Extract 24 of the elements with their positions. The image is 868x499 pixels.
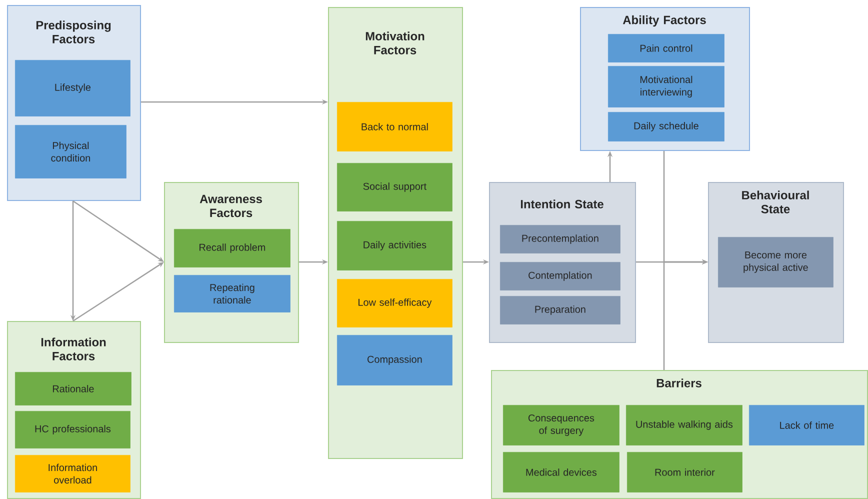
factor-box: Daily activities (337, 221, 452, 270)
factor-box: Unstable walking aids (626, 405, 742, 446)
factor-box: Physical condition (15, 125, 126, 178)
factor-box: Room interior (627, 452, 742, 492)
factor-box: Rationale (15, 372, 132, 406)
factor-box: Recall problem (174, 229, 290, 268)
factor-box: HC professionals (15, 411, 130, 448)
factor-box: Motivational interviewing (608, 66, 724, 108)
factor-box: Become more physical active (718, 237, 834, 288)
factor-box: Lifestyle (15, 60, 130, 116)
factor-box: Medical devices (503, 452, 620, 492)
factor-box: Back to normal (337, 102, 452, 152)
factor-box: Contemplation (500, 262, 620, 290)
factor-box: Repeating rationale (174, 275, 290, 312)
factor-box: Low self-efficacy (337, 279, 452, 328)
factor-box: Consequences of surgery (503, 405, 620, 446)
factor-box: Lack of time (749, 405, 864, 446)
factor-box: Social support (337, 163, 452, 212)
factor-box: Precontemplation (500, 225, 620, 254)
factor-box: Information overload (15, 455, 130, 492)
factor-box: Compassion (337, 335, 452, 386)
factor-box: Daily schedule (608, 112, 724, 142)
factor-box: Preparation (500, 296, 620, 324)
factor-box: Pain control (608, 34, 724, 62)
